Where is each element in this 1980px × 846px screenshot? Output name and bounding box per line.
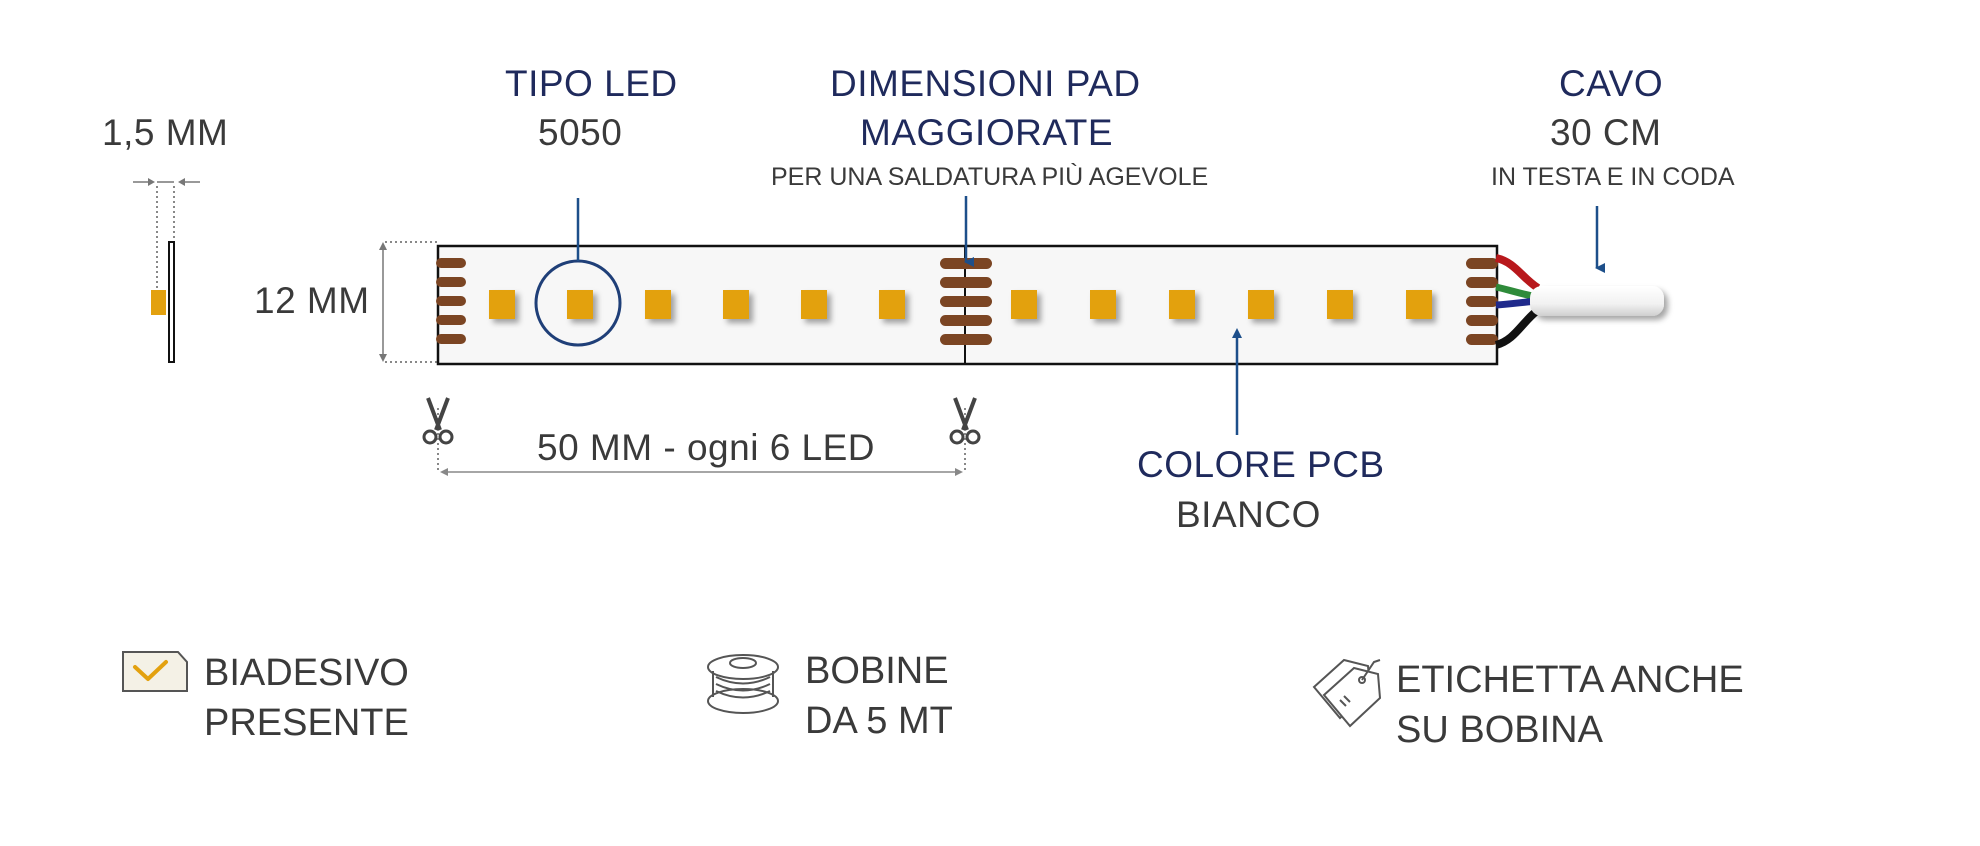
led-chip [1011, 290, 1037, 319]
cut-marker-right [949, 397, 981, 472]
pcb-color-arrowhead [1232, 328, 1242, 338]
adhesive-icon [122, 651, 188, 692]
tag-icon [1312, 658, 1382, 728]
led-chip [1248, 290, 1274, 319]
led-chip [879, 290, 905, 319]
pads-note: PER UNA SALDATURA PIÙ AGEVOLE [771, 163, 1209, 191]
feature-tag-line1: ETICHETTA ANCHE [1396, 659, 1744, 701]
cut-marker-left [422, 397, 454, 472]
side-view [133, 178, 200, 363]
pads-title-line1: DIMENSIONI PAD [830, 63, 1141, 104]
led-type-value: 5050 [538, 112, 623, 153]
thickness-label: 1,5 MM [102, 112, 229, 153]
led-chip [645, 290, 671, 319]
led-chip [1090, 290, 1116, 319]
cable-value: 30 CM [1550, 112, 1662, 153]
led-chip [489, 290, 515, 319]
pcb-color-title: COLORE PCB [1137, 444, 1385, 485]
solder-pads-right [1466, 258, 1498, 345]
reel-icon [707, 654, 779, 714]
cable [1494, 254, 1664, 349]
led-chip [1406, 290, 1432, 319]
solder-pads-left [436, 258, 466, 344]
leds [489, 290, 1432, 319]
led-chip [567, 290, 593, 319]
led-chip [1169, 290, 1195, 319]
width-label: 12 MM [254, 280, 370, 321]
led-type-title: TIPO LED [505, 63, 678, 104]
feature-tag-line2: SU BOBINA [1396, 709, 1603, 751]
led-chip [801, 290, 827, 319]
led-chip [723, 290, 749, 319]
feature-reel-line2: DA 5 MT [805, 700, 953, 742]
cable-title: CAVO [1559, 63, 1664, 104]
cable-note: IN TESTA E IN CODA [1491, 163, 1735, 191]
feature-adhesive-line1: BIADESIVO [204, 652, 409, 694]
pads-title-line2: MAGGIORATE [860, 112, 1114, 153]
cut-length-label: 50 MM - ogni 6 LED [537, 427, 876, 468]
feature-adhesive-line2: PRESENTE [204, 702, 409, 744]
led-chip [1327, 290, 1353, 319]
width-dimension [379, 241, 438, 363]
feature-reel-line1: BOBINE [805, 650, 949, 692]
cut-length-dimension [440, 468, 963, 476]
pcb-color-value: BIANCO [1176, 494, 1321, 535]
